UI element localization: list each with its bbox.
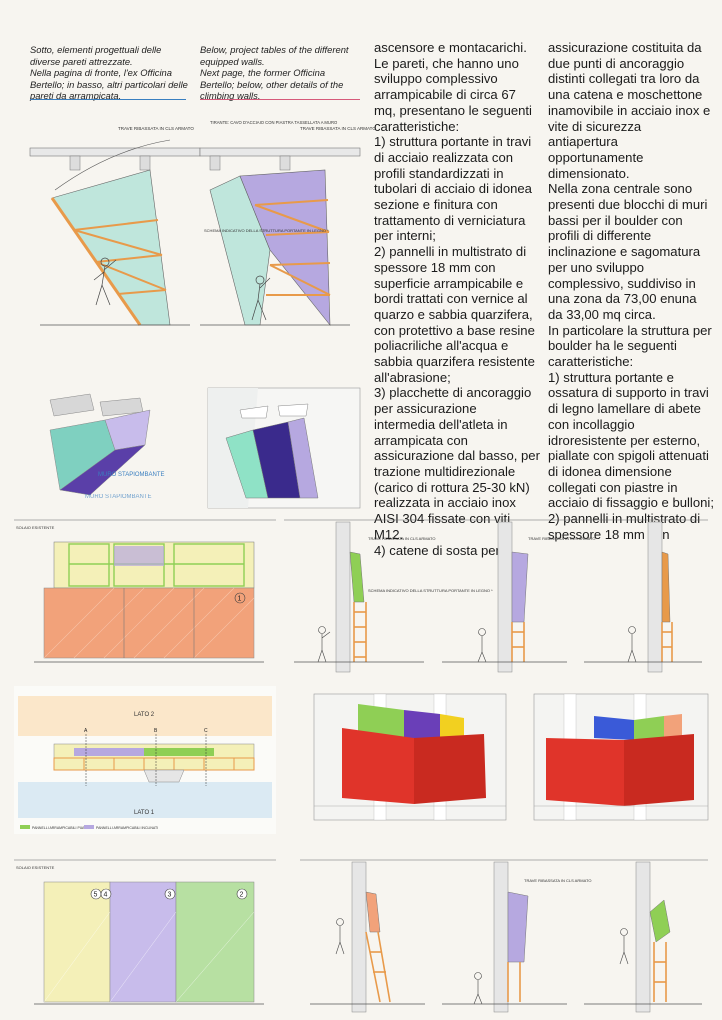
text-column-2: assicurazione costituita da due punti di… <box>548 40 714 543</box>
section-pillar-6 <box>574 859 708 1013</box>
section-pillar-2: TRAVE RIBASSATA IN CLS ARMATO <box>432 519 595 673</box>
caption-rule-alt <box>200 99 360 100</box>
label-tirante: TIRANTE: CAVO D'ACCIAIO CON PIASTRA TASS… <box>210 120 338 125</box>
legend-green: PANNELLI ARRAMPICABILI PIANI <box>32 826 87 830</box>
axonometric-overhang-wall: MURO STAPIOMBANTE MURO STAPIOMBANTE <box>49 393 165 500</box>
label-panel-5: 5 <box>94 892 98 899</box>
label-section-a: A <box>84 728 88 734</box>
label-section-c: C <box>204 728 208 734</box>
label-schema-1: SCHEMA INDICATIVO DELLA STRUTTURA PORTAN… <box>204 228 329 233</box>
caption-rule <box>30 99 186 100</box>
caption-italian: Sotto, elementi progettuali delle divers… <box>30 44 190 102</box>
elevation-main-wall: SOLAIO ESISTENTE 1 <box>14 519 276 663</box>
section-drawing-overhang-2: TIRANTE: CAVO D'ACCIAIO CON PIASTRA TASS… <box>199 120 376 326</box>
render-boulder-wall-1 <box>313 693 507 821</box>
perspective-overhang-render <box>207 387 361 509</box>
section-pillar-4 <box>300 859 432 1013</box>
legend-purple: PANNELLI ARRAMPICABILI INCLINATI <box>96 826 158 830</box>
render-boulder-wall-2 <box>533 693 709 821</box>
section-pillar-5: TRAVE RIBASSATA IN CLS ARMATO <box>432 859 591 1013</box>
label-trave-ribassata-5: TRAVE RIBASSATA IN CLS ARMATO <box>524 878 591 883</box>
label-trave-ribassata-2: TRAVE RIBASSATA IN CLS ARMATO <box>300 126 376 131</box>
caption-italian-line-1: Sotto, elementi progettuali delle divers… <box>30 44 162 67</box>
caption-english: Below, project tables of the different e… <box>200 44 360 102</box>
section-pillar-3 <box>574 519 708 673</box>
label-trave-ribassata-1: TRAVE RIBASSATA IN CLS ARMATO <box>118 126 194 131</box>
label-muro-strapiombante-2: MURO STAPIOMBANTE <box>85 494 152 500</box>
text-column-2-body: assicurazione costituita da due punti di… <box>548 40 714 542</box>
plan-view: LATO 2 LATO 1 A B C PANNELLI ARRAMPICABI… <box>14 686 276 834</box>
label-trave-ribassata-4: TRAVE RIBASSATA IN CLS ARMATO <box>528 536 595 541</box>
label-solaio-esistente-1: SOLAIO ESISTENTE <box>16 525 55 530</box>
label-lato-2: LATO 2 <box>134 712 155 718</box>
label-panel-3: 3 <box>168 892 172 899</box>
section-pillar-1: TRAVE RIBASSATA IN CLS ARMATO SCHEMA IND… <box>284 519 493 673</box>
text-column-1-body: ascensore e montacarichi. Le pareti, che… <box>374 40 540 558</box>
caption-italian-line-2: Nella pagina di fronte, l'ex Officina Be… <box>30 67 188 102</box>
label-schema-2: SCHEMA INDICATIVO DELLA STRUTTURA PORTAN… <box>368 588 493 593</box>
label-panel-4: 4 <box>104 892 108 899</box>
label-section-b: B <box>154 728 158 734</box>
section-drawing-overhang-1: TRAVE RIBASSATA IN CLS ARMATO <box>29 126 201 326</box>
label-muro-strapiombante-1: MURO STAPIOMBANTE <box>98 472 165 478</box>
label-panel-2: 2 <box>240 892 244 899</box>
caption-english-line-2: Next page, the former Officina Bertello;… <box>200 67 344 102</box>
text-column-1: ascensore e montacarichi. Le pareti, che… <box>374 40 540 558</box>
elevation-lower-wall: SOLAIO ESISTENTE 5 4 3 2 <box>14 859 276 1005</box>
label-panel-1: 1 <box>238 596 242 603</box>
label-trave-ribassata-3: TRAVE RIBASSATA IN CLS ARMATO <box>368 536 435 541</box>
caption-english-line-1: Below, project tables of the different e… <box>200 44 349 67</box>
label-solaio-esistente-2: SOLAIO ESISTENTE <box>16 865 55 870</box>
label-lato-1: LATO 1 <box>134 810 155 816</box>
